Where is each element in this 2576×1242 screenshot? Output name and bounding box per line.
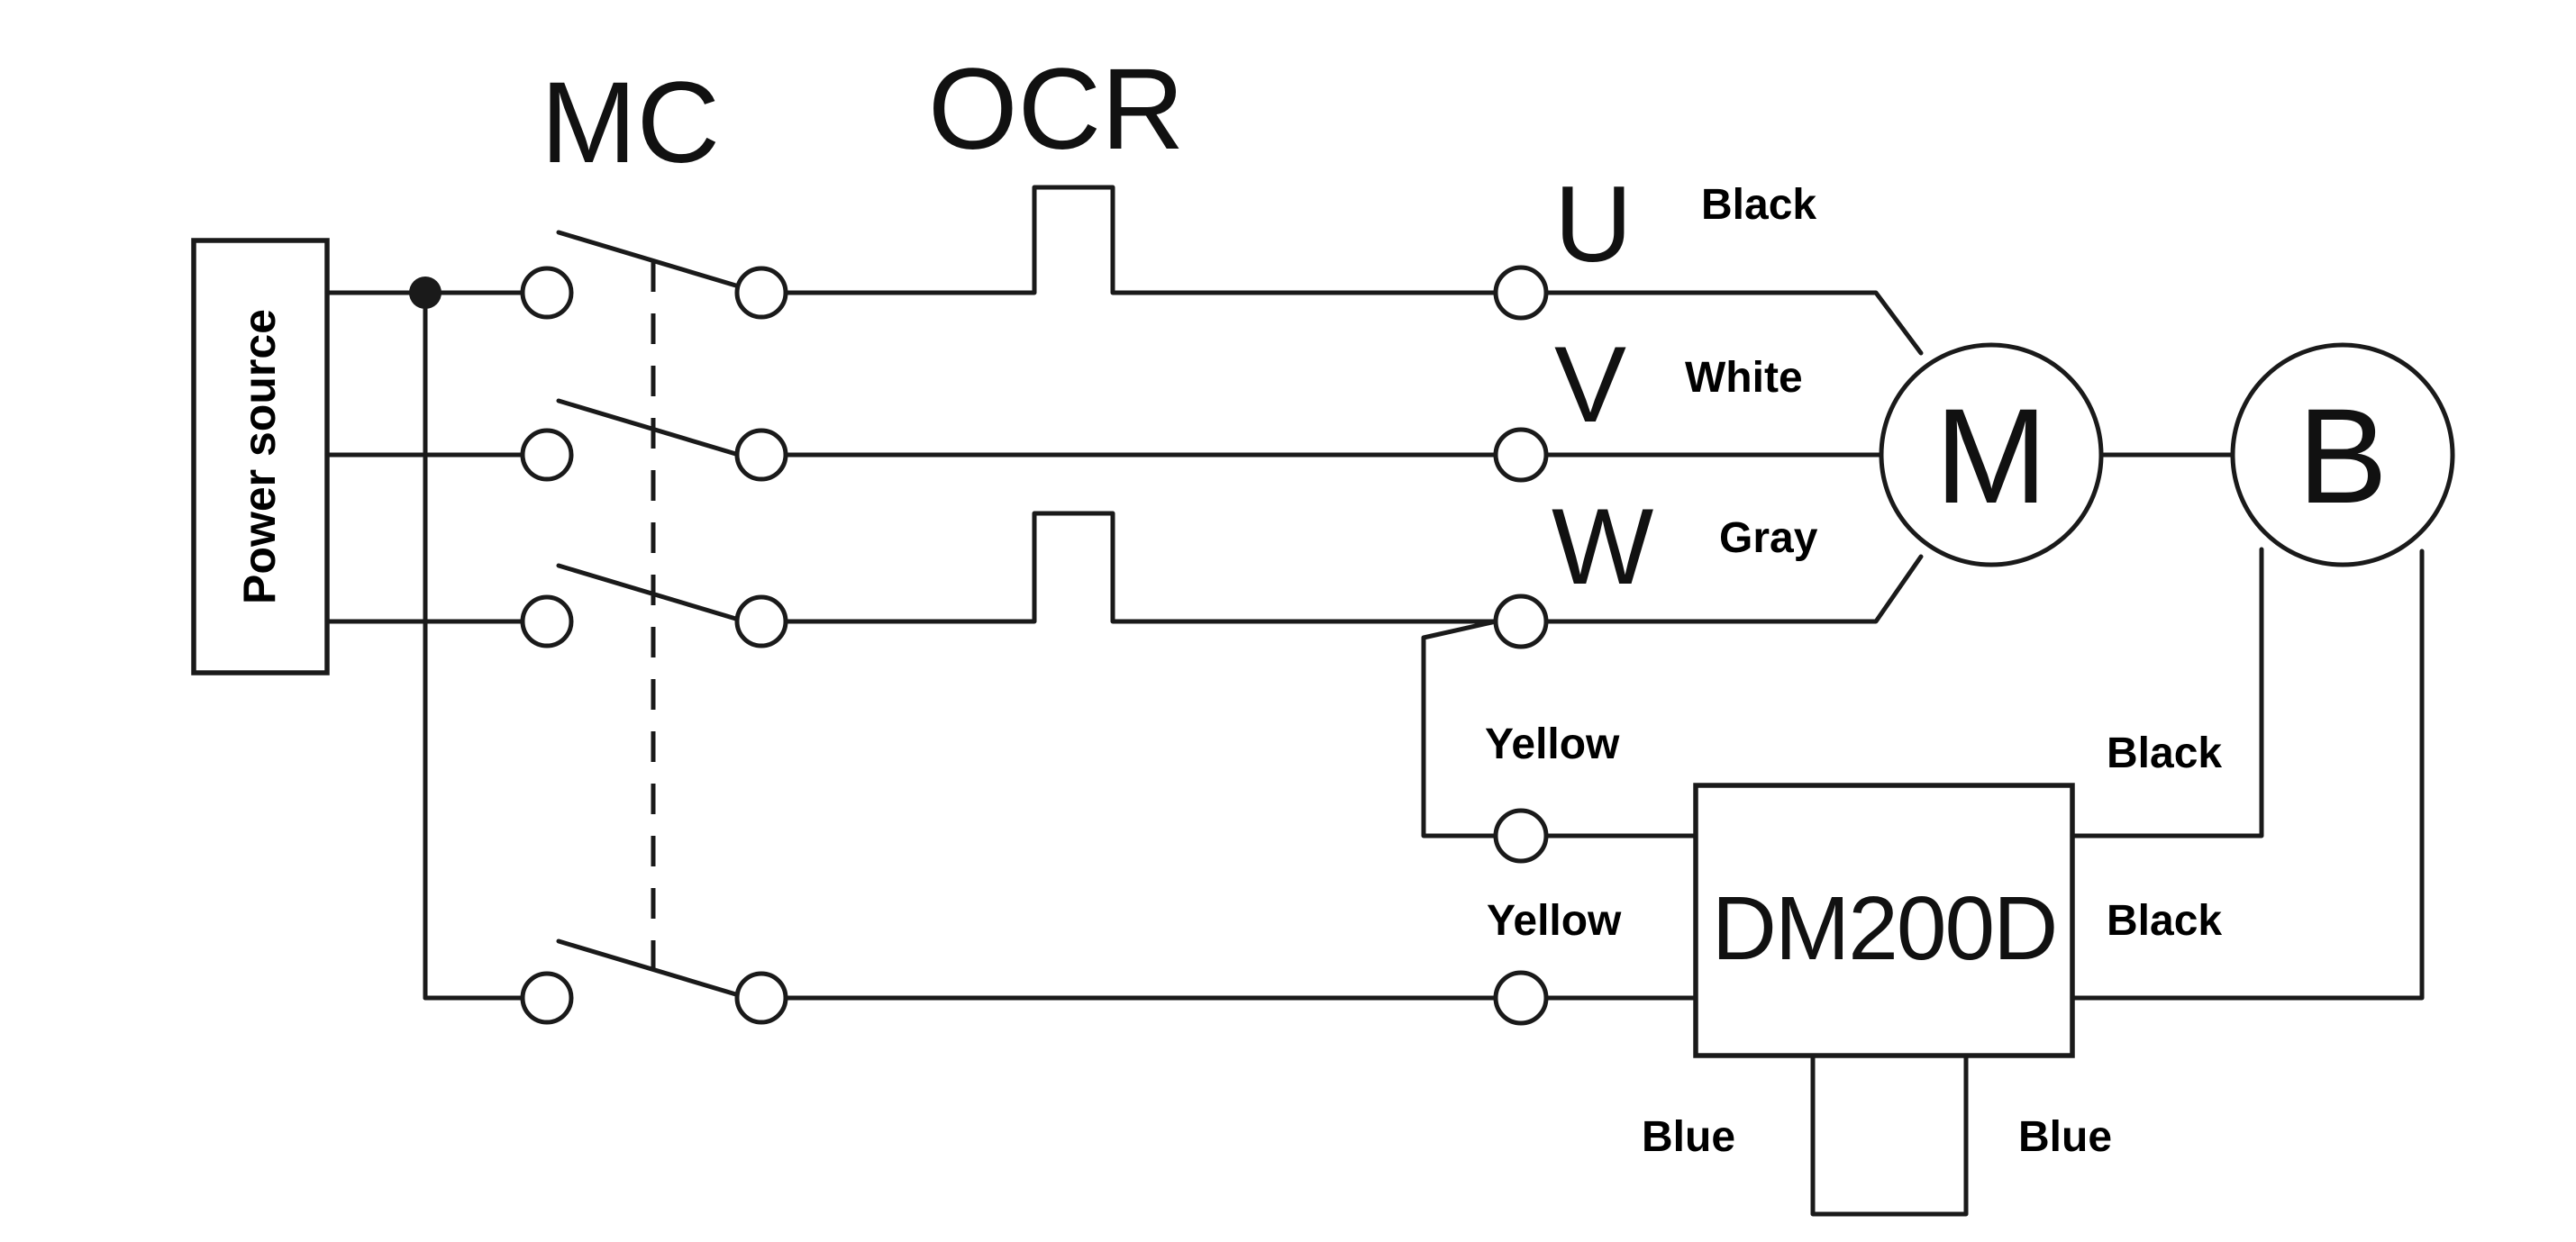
brake-black-label-top: Black [2107,730,2222,777]
u-label: U [1554,164,1633,285]
mc-label: MC [541,59,720,187]
blue-label-left: Blue [1642,1113,1735,1161]
power-source-label: Power source [234,309,285,604]
yellow-label-bottom: Yellow [1487,897,1622,945]
brake-black-label-bottom: Black [2107,897,2222,945]
mc-terminal-out-4 [734,971,788,1025]
power-source-box [191,238,330,675]
yellow-label-top: Yellow [1485,721,1620,768]
dm200d-module: DM200D Blue Blue [1642,783,2112,1217]
mc-terminal-in-1 [520,266,574,320]
motor-label: M [1935,380,2048,531]
dm200d-blue-loop [1810,1053,1969,1217]
brake-lead-1 [2070,547,2264,839]
brake: B [2230,342,2455,567]
brake-lead-2 [2070,548,2425,1001]
v-wire-color: White [1685,354,1803,402]
u-wire-color: Black [1701,181,1816,229]
blue-label-right: Blue [2018,1113,2112,1161]
dm-terminal-yellow-1 [1493,808,1549,864]
mc-terminal-in-4 [520,971,574,1025]
mc-terminal-out-3 [734,594,788,648]
line-w-with-ocr [783,511,1497,624]
v-label: V [1554,324,1626,445]
dm200d-box [1693,783,2075,1058]
terminal-u [1493,265,1549,321]
mc-blade-4 [556,938,742,998]
line-u-with-ocr [783,185,1497,295]
junction-dot [409,277,441,309]
ocr-relay: OCR [783,45,1497,1001]
power-source-block: Power source [191,238,330,675]
brake-label: B [2298,380,2388,531]
dm-terminal-yellow-2 [1493,970,1549,1026]
dm200d-label: DM200D [1712,878,2057,979]
motor: M [1879,342,2104,567]
w-wire-color: Gray [1719,514,1818,562]
power-bus [324,277,529,1001]
w-label: W [1552,486,1653,607]
mc-blade-1 [556,230,742,289]
motor-feed [1543,290,1924,624]
mc-contactor: MC [520,59,788,1025]
mc-terminal-in-3 [520,594,574,648]
mc-terminal-out-1 [734,266,788,320]
mc-blade-3 [556,563,742,622]
mc-blade-2 [556,398,742,458]
motor-feed-w [1543,554,1924,624]
terminal-v [1493,427,1549,483]
mc-terminal-in-2 [520,428,574,482]
yellow-tap-line [1421,619,1498,839]
motor-feed-u [1543,290,1924,356]
terminal-w [1493,594,1549,649]
motor-terminals: U V W Black White Gray [1493,164,1818,649]
brake-circle [2230,342,2455,567]
ocr-label: OCR [928,45,1184,174]
mc-terminal-out-2 [734,428,788,482]
